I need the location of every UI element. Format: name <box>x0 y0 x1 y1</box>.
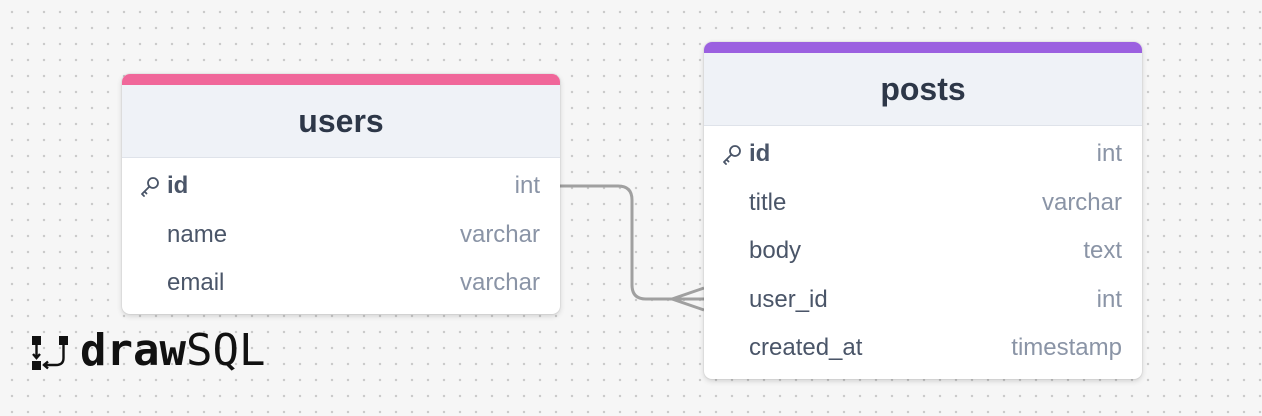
table-accent-bar <box>704 42 1142 53</box>
column-name: id <box>167 172 189 199</box>
column-type: varchar <box>459 269 540 296</box>
table-title[interactable]: posts <box>704 53 1142 126</box>
column-row[interactable]: id int <box>122 162 560 211</box>
column-type: text <box>1083 237 1122 264</box>
column-row[interactable]: title varchar <box>704 179 1142 228</box>
column-type: int <box>514 172 540 199</box>
column-row[interactable]: name varchar <box>122 211 560 260</box>
column-name: created_at <box>749 334 863 361</box>
drawsql-logo-icon <box>32 336 68 370</box>
brand-part1: draw <box>80 325 186 376</box>
table-users[interactable]: users id int name varchar email varchar <box>122 74 560 314</box>
column-type: varchar <box>1041 188 1122 216</box>
column-row[interactable]: user_id int <box>704 276 1142 325</box>
relationship-line <box>560 184 704 301</box>
column-name: user_id <box>749 285 828 313</box>
column-row[interactable]: created_at timestamp <box>704 324 1142 373</box>
column-row[interactable]: id int <box>704 130 1142 179</box>
column-name: email <box>167 269 225 296</box>
key-icon <box>141 177 159 197</box>
column-type: int <box>1096 285 1122 313</box>
column-name: id <box>749 140 771 167</box>
drawsql-logo[interactable]: drawSQL <box>30 326 265 376</box>
table-title[interactable]: users <box>122 85 560 158</box>
column-name: name <box>167 220 228 248</box>
crows-foot-icon <box>671 286 705 312</box>
column-name: title <box>749 188 787 216</box>
brand-wordmark: drawSQL <box>80 328 265 374</box>
column-type: int <box>1096 140 1122 167</box>
table-posts[interactable]: posts id int title varchar body text use… <box>704 42 1142 379</box>
column-row[interactable]: body text <box>704 227 1142 276</box>
key-icon <box>723 145 741 165</box>
column-type: timestamp <box>1011 334 1122 361</box>
column-type: varchar <box>459 220 540 248</box>
table-accent-bar <box>122 74 560 85</box>
column-row[interactable]: email varchar <box>122 259 560 308</box>
brand-part2: SQL <box>185 325 266 376</box>
column-name: body <box>749 237 802 264</box>
